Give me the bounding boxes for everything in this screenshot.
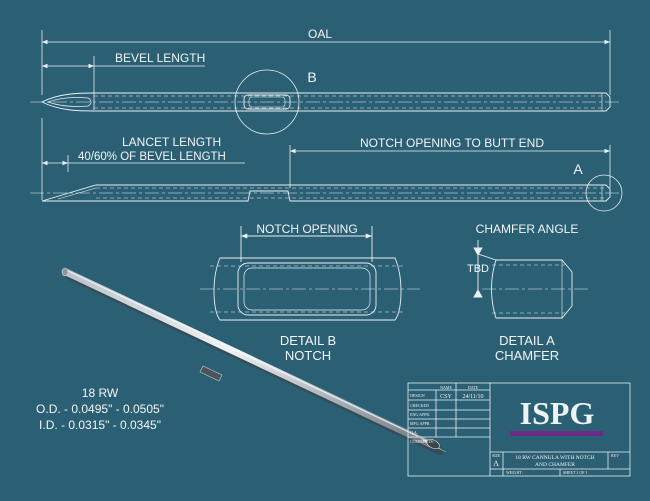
logo-text: ISPG: [520, 395, 595, 431]
detail-a-view: [473, 240, 590, 319]
notch-opening-label: NOTCH OPENING: [256, 222, 357, 236]
lancet-dimension: [41, 118, 245, 200]
bevel-percent-label: 40/60% OF BEVEL LENGTH: [78, 151, 226, 163]
tb-size-label: SIZE: [492, 453, 501, 458]
tb-sheet-label: SHEET 1 OF 1: [563, 470, 587, 475]
ispg-logo: ISPG: [510, 395, 603, 436]
detail-b-subtitle: NOTCH: [285, 348, 331, 363]
detail-a-title: DETAIL A: [499, 333, 555, 348]
tb-date: 24/11/10: [462, 394, 483, 400]
bevel-length-label: BEVEL LENGTH: [115, 51, 205, 65]
title-block-frame: [407, 382, 631, 477]
gauge-label: 18 RW: [82, 386, 119, 400]
cannula-side-view: [30, 174, 623, 212]
detail-a-subtitle: CHAMFER: [495, 348, 559, 363]
tb-row-mfg: MFG APPR.: [410, 421, 430, 426]
tb-title-line2: AND CHAMFER: [535, 462, 575, 468]
cannula-3d-render: [61, 267, 447, 455]
tb-size: A: [493, 459, 499, 468]
chamfer-angle-label: CHAMFER ANGLE: [476, 222, 579, 236]
tb-title-line1: 18 RW CANNULA WITH NOTCH: [515, 455, 594, 461]
tb-rev-label: REV: [611, 453, 619, 458]
od-spec: O.D. - 0.0495" - 0.0505": [36, 402, 164, 416]
tb-designer: CSY: [440, 394, 452, 400]
tb-row-checked: CHECKED: [410, 403, 429, 408]
tb-row-qa: Q.A.: [410, 430, 418, 435]
tb-col-date: DATE: [468, 385, 479, 390]
lancet-length-label: LANCET LENGTH: [122, 135, 221, 149]
notch-to-butt-dimension: [289, 145, 611, 188]
tb-col-name: NAME: [440, 385, 452, 390]
tb-row-comments: COMMENTS:: [410, 439, 434, 444]
detail-b-title: DETAIL B: [280, 333, 336, 348]
bevel-length-dimension: [42, 56, 205, 110]
oal-label: OAL: [308, 27, 332, 41]
title-block-text: NAME DATE DESIGN CHECKED ENG APPR. MFG A…: [410, 385, 619, 475]
cannula-top-view: [30, 69, 622, 135]
notch-to-butt-label: NOTCH OPENING TO BUTT END: [360, 136, 544, 150]
tb-row-design: DESIGN: [410, 393, 425, 398]
oal-dimension: [41, 30, 611, 95]
id-spec: I.D. - 0.0315" - 0.0345": [39, 418, 161, 432]
tbd-label: TBD: [467, 263, 489, 275]
detail-b-view: [200, 226, 420, 321]
callout-b-label: B: [307, 69, 316, 85]
logo-bar: [510, 431, 603, 436]
callout-a-label: A: [573, 161, 583, 177]
tb-weight-label: WEIGHT:: [506, 470, 523, 475]
tb-row-eng: ENG APPR.: [410, 412, 430, 417]
